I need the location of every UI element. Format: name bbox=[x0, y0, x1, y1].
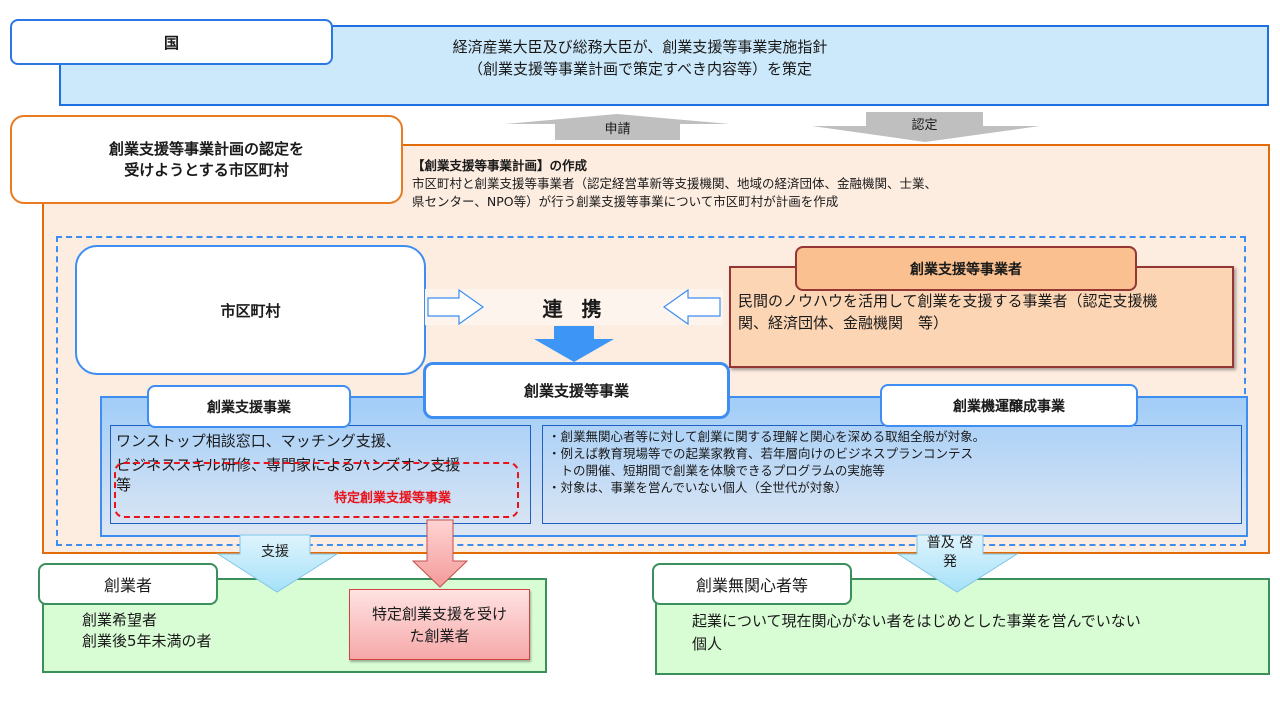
arrow-left-icon bbox=[662, 289, 721, 325]
enlightenment-arrow bbox=[896, 534, 1019, 593]
specific-support-dashed-region bbox=[114, 462, 519, 518]
list-item: ・創業無関心者等に対して創業に関する理解と関心を深める取組全般が対象。 bbox=[548, 429, 986, 444]
founding-support-line-3: 等 bbox=[116, 476, 132, 494]
arrow-right-icon bbox=[427, 289, 485, 325]
uninterested-line-1: 起業について現在関心がない者をはじめとした事業を営んでいない bbox=[692, 612, 1141, 630]
enlightenment-line-2: 発 bbox=[943, 554, 957, 570]
approve-arrow-shape bbox=[812, 112, 1040, 142]
founders-description: 創業希望者 創業後5年未満の者 bbox=[82, 610, 212, 652]
support-business-description: 民間のノウハウを活用して創業を支援する事業者（認定支援機 関、経済団体、金融機関… bbox=[738, 290, 1228, 334]
specific-support-label: 特定創業支援等事業 bbox=[334, 491, 452, 506]
momentum-list: ・創業無関心者等に対して創業に関する理解と関心を深める取組全般が対象。 ・例えば… bbox=[548, 428, 1238, 496]
uninterested-line-2: 個人 bbox=[692, 635, 723, 653]
specific-founders-line-1: 特定創業支援を受け bbox=[371, 604, 507, 623]
apply-arrow bbox=[505, 114, 730, 140]
list-item: トの開催、短期間で創業を体験できるプログラムの実施等 bbox=[548, 463, 885, 478]
plan-title: 【創業支援等事業計画】の作成 bbox=[412, 158, 588, 173]
support-business-label: 創業支援等事業者 bbox=[795, 246, 1137, 291]
founders-label: 創業者 bbox=[38, 563, 218, 605]
founding-support-tag: 創業支援事業 bbox=[147, 385, 351, 428]
support-arrow-label: 支援 bbox=[261, 544, 289, 560]
founding-support-description: ワンストップ相談窓口、マッチング支援、 ビジネススキル研修、専門家によるハンズオ… bbox=[116, 429, 528, 493]
municipality-applicant-label: 創業支援等事業計画の認定を 受けようとする市区町村 bbox=[10, 115, 403, 204]
founding-support-line-2: ビジネススキル研修、専門家によるハンズオン支援 bbox=[116, 456, 461, 474]
enlightenment-label: 普及 啓 発 bbox=[917, 534, 983, 572]
founders-line-1: 創業希望者 bbox=[82, 611, 158, 629]
list-item: ・対象は、事業を営んでいない個人（全世代が対象） bbox=[548, 480, 848, 495]
national-government-label: 国 bbox=[10, 19, 333, 65]
uninterested-description: 起業について現在関心がない者をはじめとした事業を営んでいない 個人 bbox=[692, 610, 1262, 656]
specific-support-arrow bbox=[412, 519, 468, 588]
national-guideline-text: 経済産業大臣及び総務大臣が、創業支援等事業実施指針 （創業支援等事業計画で策定す… bbox=[340, 36, 940, 80]
momentum-building-tag: 創業機運醸成事業 bbox=[880, 384, 1138, 427]
specific-supported-founders-box: 特定創業支援を受け た創業者 bbox=[349, 589, 530, 660]
plan-line-2: 県センター、NPO等）が行う創業支援等事業について市区町村が計画を作成 bbox=[412, 194, 839, 209]
plan-line-1: 市区町村と創業支援等事業者（認定経営革新等支援機関、地域の経済団体、金融機関、士… bbox=[412, 176, 938, 191]
approve-label: 認定 bbox=[911, 117, 938, 133]
specific-founders-line-2: た創業者 bbox=[409, 626, 470, 645]
municipality-label-line-2: 受けようとする市区町村 bbox=[124, 160, 289, 179]
list-item: ・例えば教育現場等での起業家教育、若年層向けのビジネスプランコンテス bbox=[548, 446, 974, 461]
guideline-line-1: 経済産業大臣及び総務大臣が、創業支援等事業実施指針 bbox=[452, 38, 828, 56]
founding-support-line-1: ワンストップ相談窓口、マッチング支援、 bbox=[116, 432, 401, 450]
municipality-box: 市区町村 bbox=[75, 245, 426, 375]
business-line-2: 関、経済団体、金融機関 等） bbox=[738, 314, 949, 332]
guideline-line-2: （創業支援等事業計画で策定すべき内容等）を策定 bbox=[468, 60, 812, 78]
plan-description: 【創業支援等事業計画】の作成 市区町村と創業支援等事業者（認定経営革新等支援機関… bbox=[412, 157, 1112, 211]
support-arrow bbox=[216, 534, 339, 593]
apply-arrow-shape bbox=[505, 114, 730, 140]
arrow-down-icon bbox=[534, 326, 614, 362]
municipality-label-line-1: 創業支援等事業計画の認定を bbox=[108, 139, 304, 158]
business-line-1: 民間のノウハウを活用して創業を支援する事業者（認定支援機 bbox=[738, 292, 1158, 310]
cooperation-label: 連 携 bbox=[542, 296, 608, 321]
enlightenment-line-1: 普及 啓 bbox=[926, 535, 974, 551]
cooperation-dashed-area bbox=[56, 236, 1246, 546]
founders-line-2: 創業後5年未満の者 bbox=[82, 632, 212, 650]
uninterested-label: 創業無関心者等 bbox=[652, 563, 852, 605]
approve-arrow bbox=[812, 112, 1040, 142]
founding-support-programs-tag: 創業支援等事業 bbox=[423, 362, 730, 419]
apply-label: 申請 bbox=[604, 121, 631, 137]
